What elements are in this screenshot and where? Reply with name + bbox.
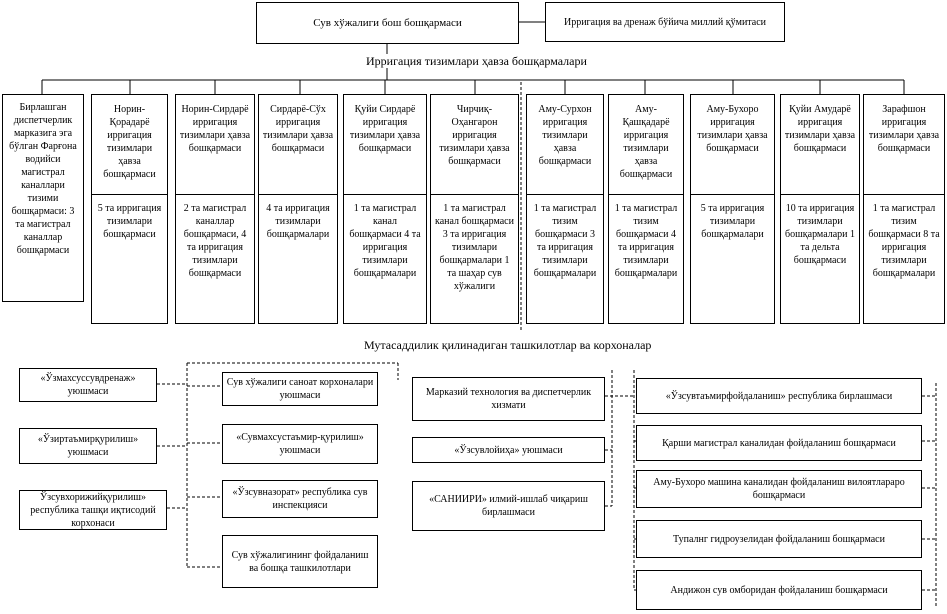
basin-column-6-body: 1 та магистрал тизим бошқармаси 3 та ирр…	[533, 203, 597, 279]
basin-column-6: Аму-Сурхон ирригация тизимлари ҳавза бош…	[526, 94, 604, 324]
mid-box-1: «Сувмахсустаъмир-қурилиш» уюшмаси	[222, 424, 378, 464]
national-committee-label: Ирригация ва дренаж бўйича миллий қўмита…	[563, 16, 767, 28]
left-box-1: «Ўзиртаъмирқурилиш» уюшмаси	[19, 428, 157, 464]
basin-column-7-body: 1 та магистрал тизим бошқармаси 4 та ирр…	[614, 203, 678, 279]
main-administration-box: Сув хўжалиги бош бошқармаси	[256, 2, 519, 44]
basin-column-1-head: Норин-Қорадарё ирригация тизимлари ҳавза…	[92, 95, 167, 195]
center-box-2-label: «САНИИРИ» илмий-ишлаб чиқариш бирлашмаси	[429, 494, 588, 518]
basin-column-2-body: 2 та магистрал каналлар бошқармаси, 4 та…	[183, 203, 247, 279]
basin-column-4: Қуйи Сирдарё ирригация тизимлари ҳавза б…	[343, 94, 427, 324]
basin-column-1: Норин-Қорадарё ирригация тизимлари ҳавза…	[91, 94, 168, 324]
basin-column-9-head: Қуйи Амударё ирригация тизимлари ҳавза б…	[781, 95, 859, 195]
right-box-2: Аму-Бухоро машина каналидан фойдаланиш в…	[636, 470, 922, 508]
basin-column-5: Чирчиқ-Оҳангарон ирригация тизимлари ҳав…	[430, 94, 519, 324]
basin-column-6-head: Аму-Сурхон ирригация тизимлари ҳавза бош…	[527, 95, 603, 195]
basin-title: Ирригация тизимлари ҳавза бошқармалари	[366, 54, 587, 68]
basin-column-2: Норин-Сирдарё ирригация тизимлари ҳавза …	[175, 94, 255, 324]
right-box-0-label: «Ўзсувтаъмирфойдаланиш» республика бирла…	[665, 390, 893, 402]
basin-column-5-head: Чирчиқ-Оҳангарон ирригация тизимлари ҳав…	[431, 95, 518, 195]
basin-column-4-body: 1 та магистрал канал бошқармаси 4 та ирр…	[349, 203, 421, 279]
basin-column-7: Аму-Қашқадарё ирригация тизимлари ҳавза …	[608, 94, 684, 324]
mid-box-2-label: «Ўзсувназорат» республика сув инспекцияс…	[232, 487, 368, 511]
center-box-1-label: «Ўзсувлойиҳа» уюшмаси	[454, 444, 563, 456]
right-box-4-label: Андижон сув омборидан фойдаланиш бошқарм…	[670, 584, 888, 596]
left-box-2: Ўзсувхорижийқурилиш» республика ташқи иқ…	[19, 490, 167, 530]
basin-column-2-head: Норин-Сирдарё ирригация тизимлари ҳавза …	[176, 95, 254, 195]
mid-box-0: Сув хўжалиги саноат корхоналари уюшмаси	[222, 372, 378, 406]
basin-column-0-text: Бирлашган диспетчерлик марказига эга бўл…	[9, 102, 77, 256]
left-box-2-label: Ўзсувхорижийқурилиш» республика ташқи иқ…	[30, 491, 156, 529]
basin-column-10-head: Зарафшон ирригация тизимлари ҳавза бошқа…	[864, 95, 944, 195]
basin-column-0: Бирлашган диспетчерлик марказига эга бўл…	[2, 94, 84, 302]
mid-box-3-label: Сув хўжалигининг фойдаланиш ва бошқа таш…	[231, 549, 369, 574]
right-box-2-label: Аму-Бухоро машина каналидан фойдаланиш в…	[653, 477, 905, 501]
right-box-3-label: Тупалнг гидроузелидан фойдаланиш бошқарм…	[673, 533, 885, 545]
basin-column-3-body: 4 та ирригация тизимлари бошқармалари	[266, 203, 330, 240]
right-box-0: «Ўзсувтаъмирфойдаланиш» республика бирла…	[636, 378, 922, 414]
basin-column-10-body: 1 та магистрал тизим бошқармаси 8 та ирр…	[868, 203, 940, 279]
right-box-1: Қарши магистрал каналидан фойдаланиш бош…	[636, 425, 922, 461]
right-box-3: Тупалнг гидроузелидан фойдаланиш бошқарм…	[636, 520, 922, 558]
basin-column-8: Аму-Бухоро ирригация тизимлари ҳавза бош…	[690, 94, 775, 324]
basin-column-7-head: Аму-Қашқадарё ирригация тизимлари ҳавза …	[609, 95, 683, 195]
main-administration-label: Сув хўжалиги бош бошқармаси	[313, 16, 462, 29]
basin-column-8-body: 5 та ирригация тизимлари бошқармалари	[700, 203, 765, 240]
center-box-1: «Ўзсувлойиҳа» уюшмаси	[412, 437, 605, 463]
center-box-0-label: Марказий технология ва диспетчерлик хизм…	[425, 387, 592, 411]
mid-box-3: Сув хўжалигининг фойдаланиш ва бошқа таш…	[222, 535, 378, 588]
basin-column-5-body: 1 та магистрал канал бошқармаси 3 та ирр…	[435, 203, 514, 292]
basin-column-8-head: Аму-Бухоро ирригация тизимлари ҳавза бош…	[691, 95, 774, 195]
right-box-4: Андижон сув омборидан фойдаланиш бошқарм…	[636, 570, 922, 610]
national-committee-box: Ирригация ва дренаж бўйича миллий қўмита…	[545, 2, 785, 42]
mid-box-2: «Ўзсувназорат» республика сув инспекцияс…	[222, 480, 378, 518]
basin-column-9: Қуйи Амударё ирригация тизимлари ҳавза б…	[780, 94, 860, 324]
basin-column-9-body: 10 та ирригация тизимлари бошқармалари 1…	[785, 203, 855, 266]
right-box-1-label: Қарши магистрал каналидан фойдаланиш бош…	[662, 437, 896, 449]
basin-column-3: Сирдарё-Сўх ирригация тизимлари ҳавза бо…	[258, 94, 338, 324]
basin-column-3-head: Сирдарё-Сўх ирригация тизимлари ҳавза бо…	[259, 95, 337, 195]
left-box-0-label: «Ўзмахсуссувдренаж» уюшмаси	[40, 373, 136, 397]
subordinate-title: Мутасаддилик қилинадиган ташкилотлар ва …	[364, 338, 652, 352]
basin-column-10: Зарафшон ирригация тизимлари ҳавза бошқа…	[863, 94, 945, 324]
mid-box-1-label: «Сувмахсустаъмир-қурилиш» уюшмаси	[236, 432, 364, 456]
left-box-1-label: «Ўзиртаъмирқурилиш» уюшмаси	[37, 434, 139, 458]
center-box-2: «САНИИРИ» илмий-ишлаб чиқариш бирлашмаси	[412, 481, 605, 531]
center-box-0: Марказий технология ва диспетчерлик хизм…	[412, 377, 605, 421]
left-box-0: «Ўзмахсуссувдренаж» уюшмаси	[19, 368, 157, 402]
basin-column-1-body: 5 та ирригация тизимлари бошқармаси	[97, 203, 162, 240]
basin-column-4-head: Қуйи Сирдарё ирригация тизимлари ҳавза б…	[344, 95, 426, 195]
mid-box-0-label: Сув хўжалиги саноат корхоналари уюшмаси	[226, 377, 374, 401]
